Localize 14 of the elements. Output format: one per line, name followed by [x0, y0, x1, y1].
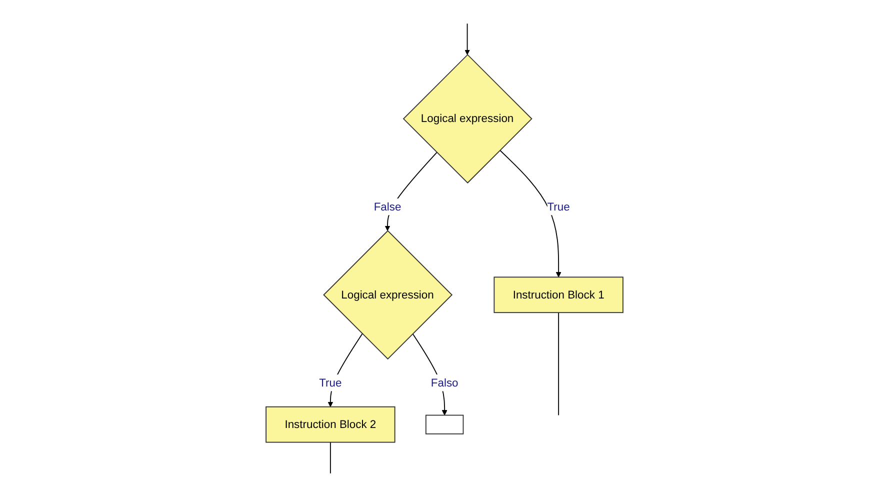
- arrow: [499, 150, 562, 278]
- node-box: Instruction Block 2: [266, 406, 396, 443]
- node-diamond: Logical expression: [402, 54, 532, 184]
- node-box: Instruction Block 1: [494, 276, 624, 314]
- arrow: [328, 333, 363, 408]
- node-diamond: Logical expression: [323, 230, 453, 360]
- edge-label: Falso: [430, 376, 458, 389]
- edge-label: True: [547, 200, 570, 213]
- connector: [330, 442, 331, 474]
- arrow: [464, 23, 470, 55]
- node-box: [425, 414, 464, 434]
- connector: [558, 312, 560, 416]
- edge-label: True: [319, 376, 342, 389]
- edge-label: False: [374, 200, 402, 213]
